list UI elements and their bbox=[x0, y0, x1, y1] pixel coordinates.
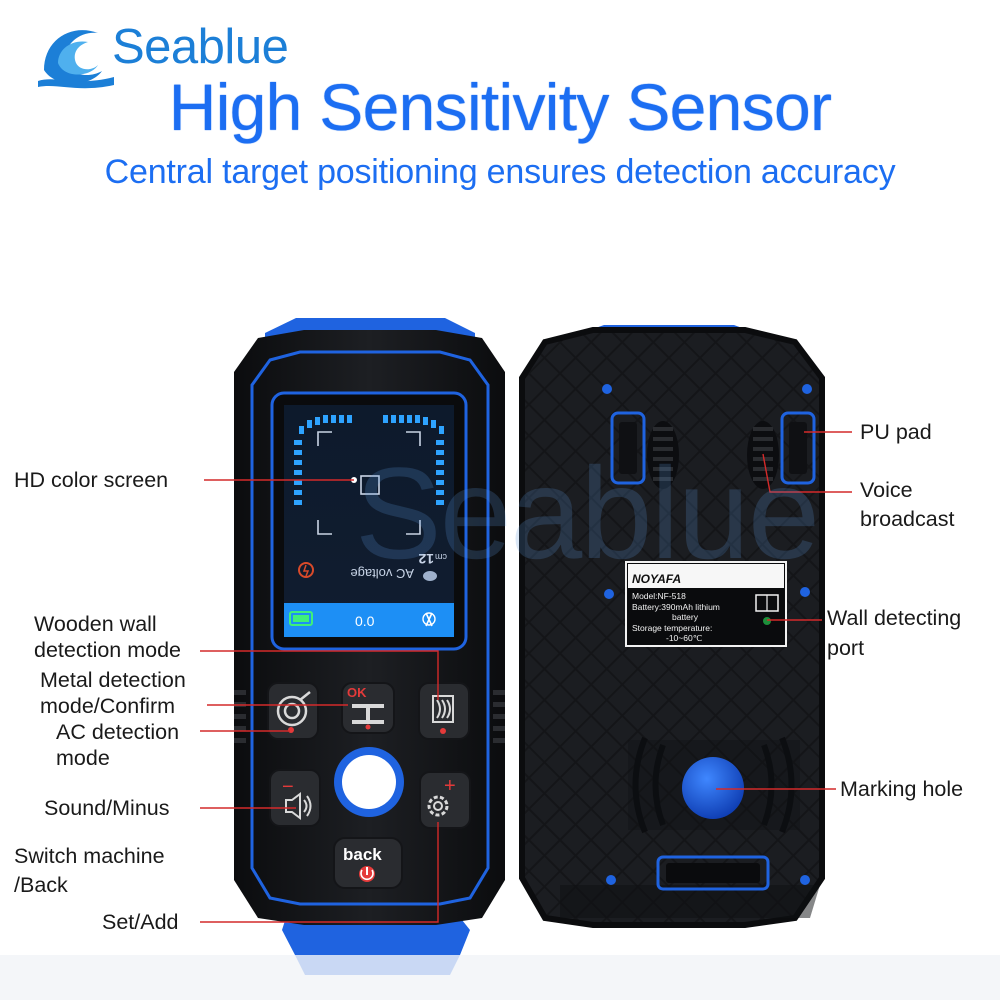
screen-distance-value: 12 bbox=[418, 551, 434, 567]
callout-wall-port-line1: Wall detecting bbox=[827, 606, 962, 630]
screen-mode-text: AC voltage bbox=[350, 566, 414, 581]
target-icon bbox=[276, 691, 311, 727]
wave-logo-icon bbox=[38, 30, 114, 89]
callout-wooden-line1: Wooden wall bbox=[34, 612, 157, 636]
callout-ac-line1: AC detection bbox=[56, 720, 180, 744]
power-icon bbox=[359, 866, 375, 882]
ok-label: OK bbox=[347, 685, 367, 700]
callout-voice-line2: broadcast bbox=[860, 507, 955, 531]
callout-wall-port-line2: port bbox=[827, 636, 865, 660]
back-button bbox=[333, 837, 403, 889]
speaker-icon bbox=[285, 792, 312, 820]
sticker-line1: Model:NF-518 bbox=[632, 591, 686, 601]
rear-device: NOYAFA Model:NF-518 Battery:390mAh lithi… bbox=[519, 325, 825, 928]
front-marking-hole bbox=[342, 755, 396, 809]
callout-wooden-line2: detection mode bbox=[34, 638, 182, 662]
callout-pu-pad: PU pad bbox=[860, 420, 932, 444]
callout-lines bbox=[200, 431, 852, 923]
sticker-line4: Storage temperature: bbox=[632, 623, 712, 633]
plus-label: + bbox=[444, 775, 456, 797]
callout-hd-screen: HD color screen bbox=[14, 468, 169, 492]
sticker-brand: NOYAFA bbox=[632, 572, 681, 586]
wall-port-led bbox=[763, 617, 771, 625]
rear-marking-hole bbox=[682, 757, 744, 819]
hd-color-screen bbox=[284, 405, 454, 637]
sticker-line5: -10~60℃ bbox=[666, 633, 703, 643]
callout-metal-line1: Metal detection bbox=[40, 668, 186, 692]
minus-label: − bbox=[282, 776, 294, 798]
callout-switch-line2: /Back bbox=[14, 873, 68, 897]
callout-sound: Sound/Minus bbox=[44, 796, 170, 820]
callout-voice-line1: Voice bbox=[860, 478, 913, 502]
page-subtitle: Central target positioning ensures detec… bbox=[104, 153, 896, 191]
front-device: AC voltage 12 cm 0.0 OK bbox=[234, 318, 505, 955]
sticker-line2: Battery:390mAh lithium bbox=[632, 602, 720, 612]
callout-switch-line1: Switch machine bbox=[14, 844, 165, 868]
gear-icon bbox=[427, 795, 449, 817]
wood-icon bbox=[432, 695, 454, 723]
callout-ac-line2: mode bbox=[56, 746, 110, 770]
callout-metal-line2: mode/Confirm bbox=[40, 694, 176, 718]
page-title: High Sensitivity Sensor bbox=[168, 70, 832, 144]
brand-name: Seablue bbox=[112, 20, 289, 74]
sticker-line3: battery bbox=[672, 612, 699, 622]
screen-distance-unit: cm bbox=[435, 552, 447, 562]
screen-value: 0.0 bbox=[355, 613, 375, 629]
callout-set-add: Set/Add bbox=[102, 910, 179, 934]
brand-logo: Seablue bbox=[36, 15, 296, 90]
back-label: back bbox=[343, 845, 382, 864]
callout-marking-hole: Marking hole bbox=[840, 777, 964, 801]
